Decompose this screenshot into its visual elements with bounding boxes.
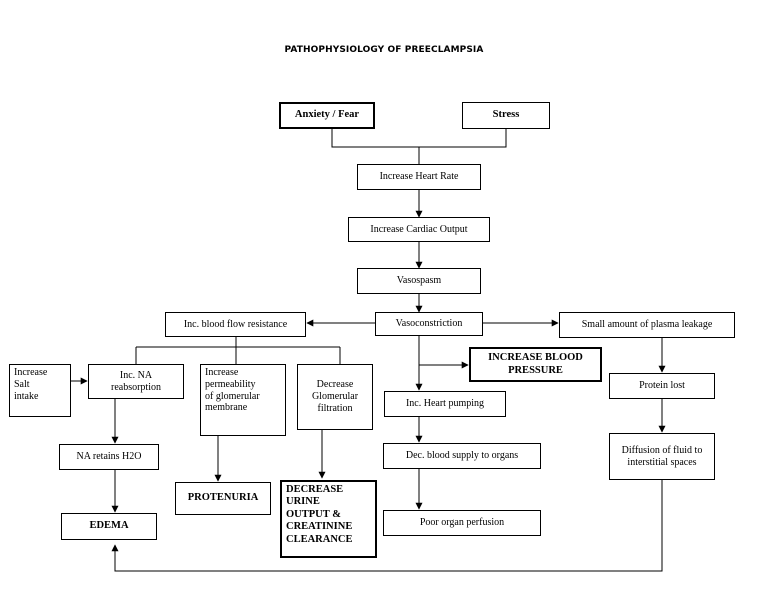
- node-cardiac-output: Increase Cardiac Output: [348, 217, 490, 242]
- node-heart-rate: Increase Heart Rate: [357, 164, 481, 190]
- node-blood-pressure: INCREASE BLOOD PRESSURE: [469, 347, 602, 382]
- node-stress: Stress: [462, 102, 550, 129]
- node-blood-flow-resistance: Inc. blood flow resistance: [165, 312, 306, 337]
- node-organ-perfusion: Poor organ perfusion: [383, 510, 541, 536]
- node-heart-pumping: Inc. Heart pumping: [384, 391, 506, 417]
- node-blood-supply: Dec. blood supply to organs: [383, 443, 541, 469]
- node-na-reabsorption: Inc. NA reabsorption: [88, 364, 184, 399]
- node-diffusion: Diffusion of fluid to interstitial space…: [609, 433, 715, 480]
- node-anxiety: Anxiety / Fear: [279, 102, 375, 129]
- node-vasoconstriction: Vasoconstriction: [375, 312, 483, 336]
- node-protein-lost: Protein lost: [609, 373, 715, 399]
- node-edema: EDEMA: [61, 513, 157, 540]
- node-urine-output: DECREASE URINE OUTPUT & CREATININE CLEAR…: [280, 480, 377, 558]
- node-glomerular-filtration: Decrease Glomerular filtration: [297, 364, 373, 430]
- node-salt-intake: Increase Salt intake: [9, 364, 71, 417]
- node-permeability: Increase permeability of glomerular memb…: [200, 364, 286, 436]
- diagram-title: PATHOPHYSIOLOGY OF PREECLAMPSIA: [284, 45, 484, 55]
- node-plasma-leakage: Small amount of plasma leakage: [559, 312, 735, 338]
- node-na-retains: NA retains H2O: [59, 444, 159, 470]
- node-protenuria: PROTENURIA: [175, 482, 271, 515]
- node-vasospasm: Vasospasm: [357, 268, 481, 294]
